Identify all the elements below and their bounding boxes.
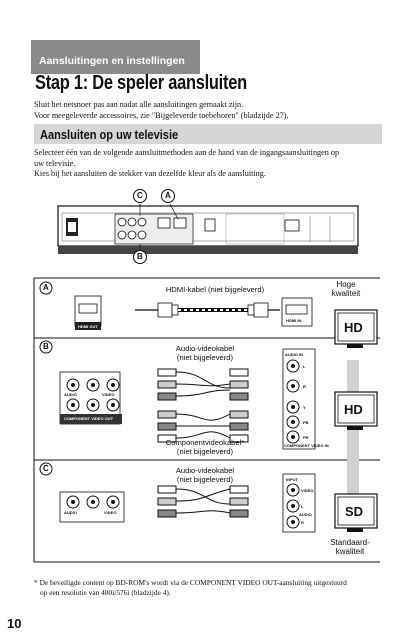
audio-in-l-label: L bbox=[303, 364, 306, 369]
quality-high-line-1: Hoge bbox=[336, 280, 356, 289]
quality-std-line-2: kwaliteit bbox=[335, 547, 365, 556]
row-b-component-cable bbox=[157, 410, 249, 443]
row-b-tv-panel bbox=[282, 348, 316, 450]
marker-a-row bbox=[39, 281, 53, 295]
section-text-line-2: uw televisie. bbox=[34, 158, 76, 168]
row-b-av-cable-line-2: (niet bijgeleverd) bbox=[176, 353, 234, 362]
row-b-player-video-label: VIDEO bbox=[102, 392, 115, 397]
input-video-label: VIDEO bbox=[301, 488, 314, 493]
quality-std-line-1: Standaard- bbox=[330, 538, 370, 547]
audio-in-label: AUDIO IN bbox=[285, 352, 303, 357]
footnote-line-1: De beveiligde content op BD-ROM's wordt … bbox=[39, 578, 347, 587]
section-header-label: Aansluitingen en instellingen bbox=[39, 55, 185, 67]
marker-a-row-letter: A bbox=[43, 283, 49, 292]
row-b-av-cable bbox=[157, 368, 249, 401]
row-c-av-cable-line-2: (niet bijgeleverd) bbox=[176, 475, 234, 484]
component-pb-label: PB bbox=[303, 420, 309, 425]
tv-hd-1 bbox=[334, 309, 378, 348]
tv-label-sd: SD bbox=[345, 504, 364, 519]
marker-a-top bbox=[161, 189, 175, 203]
tv-label-hd-1: HD bbox=[344, 320, 363, 335]
section-text: Selecteer één van de volgende aansluitme… bbox=[34, 148, 386, 180]
input-l-label: L bbox=[301, 504, 304, 509]
component-pr-label: PR bbox=[303, 435, 309, 440]
row-b-player-panel bbox=[59, 371, 122, 425]
row-b-component-cable-line-2: (niet bijgeleverd) bbox=[176, 447, 234, 456]
component-video-out-label: COMPONENT VIDEO OUT bbox=[64, 416, 114, 421]
tv-sd bbox=[334, 493, 378, 532]
hdmi-cable-label: HDMI-kabel (niet bijgeleverd) bbox=[165, 285, 265, 294]
intro-text: Sluit het netsnoer pas aan nadat alle aa… bbox=[34, 100, 289, 121]
hdmi-out-label: HDMI OUT bbox=[78, 324, 98, 329]
footnote-line-2: op een resolutie van 480i/576i (bladzijd… bbox=[40, 587, 171, 597]
input-r-label: R bbox=[301, 520, 304, 525]
hdmi-cable bbox=[135, 302, 280, 318]
section-header-tab: Aansluitingen en instellingen bbox=[31, 40, 200, 74]
marker-c-top-letter: C bbox=[137, 191, 143, 200]
intro-line-2: Voor meegeleverde accessoires, zie "Bijg… bbox=[34, 110, 289, 120]
marker-c-top bbox=[133, 189, 147, 203]
marker-b-row-letter: B bbox=[43, 342, 49, 351]
marker-a-top-letter: A bbox=[165, 191, 171, 200]
quality-high-line-2: kwaliteit bbox=[331, 289, 361, 298]
section-heading: Aansluiten op uw televisie bbox=[40, 127, 179, 142]
row-c-av-cable-line-1: Audio-videokabel bbox=[175, 466, 235, 475]
footnote-mark: * bbox=[34, 578, 38, 587]
row-c-av-cable bbox=[157, 485, 249, 518]
player-back-panel bbox=[57, 205, 359, 254]
row-a-player-port bbox=[74, 295, 102, 330]
marker-c-row bbox=[39, 462, 53, 476]
intro-line-1: Sluit het netsnoer pas aan nadat alle aa… bbox=[34, 100, 244, 109]
marker-b-bottom bbox=[133, 250, 147, 264]
tv-label-hd-2: HD bbox=[344, 402, 363, 417]
section-text-line-3: Kies bij het aansluiten de stekker van d… bbox=[34, 169, 266, 178]
section-heading-bar: Aansluiten op uw televisie bbox=[34, 124, 382, 144]
marker-b-row bbox=[39, 340, 53, 354]
section-text-line-1: Selecteer één van de volgende aansluitme… bbox=[34, 148, 340, 157]
footnote: * De beveiligde content op BD-ROM's word… bbox=[34, 578, 384, 597]
page-title: Stap 1: De speler aansluiten bbox=[35, 72, 247, 94]
row-c-player-panel bbox=[59, 491, 125, 523]
row-c-av-cable-label: Audio-videokabel (niet bijgeleverd) bbox=[155, 466, 255, 484]
row-b-av-cable-line-1: Audio-videokabel bbox=[175, 344, 235, 353]
row-b-component-cable-label: Componentvideokabel* (niet bijgeleverd) bbox=[155, 438, 255, 456]
marker-b-bottom-letter: B bbox=[137, 252, 143, 261]
component-y-label: Y bbox=[303, 405, 306, 410]
marker-c-row-letter: C bbox=[43, 464, 49, 473]
input-audio-label: AUDIO bbox=[299, 512, 312, 517]
row-c-player-audio-label: AUDIO bbox=[64, 510, 77, 515]
row-b-player-audio-label: AUDIO bbox=[64, 392, 77, 397]
component-video-in-label: COMPONENT VIDEO IN bbox=[284, 443, 329, 448]
hdmi-in-label: HDMI IN bbox=[286, 318, 302, 323]
quality-std-label: Standaard- kwaliteit bbox=[318, 538, 382, 556]
page-number: 10 bbox=[7, 616, 22, 631]
row-a-tv-port bbox=[281, 297, 313, 327]
row-b-component-cable-line-1: Componentvideokabel* bbox=[165, 438, 245, 447]
quality-high-label: Hoge kwaliteit bbox=[318, 280, 374, 298]
row-c-tv-panel bbox=[282, 473, 316, 533]
row-c-player-video-label: VIDEO bbox=[104, 510, 117, 515]
tv-hd-2 bbox=[334, 391, 378, 430]
input-label: INPUT bbox=[286, 477, 298, 482]
row-b-av-cable-label: Audio-videokabel (niet bijgeleverd) bbox=[155, 344, 255, 362]
audio-in-r-label: R bbox=[303, 384, 306, 389]
